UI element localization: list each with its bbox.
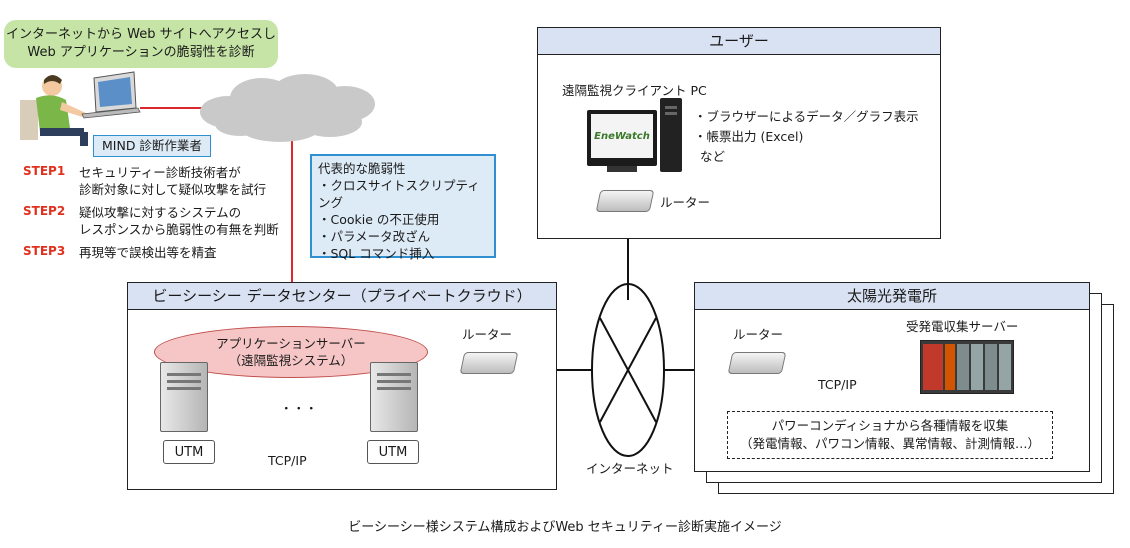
step-text: セキュリティー診断技術者が: [79, 165, 241, 180]
client-pc-label: 遠隔監視クライアント PC: [562, 83, 707, 98]
internet-label: インターネット: [586, 461, 674, 476]
utm-box: UTM: [163, 440, 215, 464]
banner-line1: インターネットから Web サイトへアクセスし: [6, 27, 276, 42]
feature-item: など: [700, 149, 726, 164]
user-header: ユーザー: [538, 28, 940, 55]
step-item: STEP3 再現等で誤検出等を精査: [23, 244, 293, 264]
step-tag: STEP3: [23, 244, 66, 258]
vuln-item: ・パラメータ改ざん: [318, 229, 431, 244]
feature-item: ・帳票出力 (Excel): [694, 129, 804, 144]
server-icon: [160, 362, 208, 432]
purpose-banner: インターネットから Web サイトへアクセスし Web アプリケーションの脆弱性…: [4, 20, 278, 68]
monitor-icon: EneWatch: [587, 110, 657, 166]
vuln-item: ・SQL コマンド挿入: [318, 246, 435, 261]
step-text: 疑似攻撃に対するシステムの: [79, 205, 242, 220]
collect-line1: パワーコンディショナから各種情報を収集: [771, 418, 1009, 433]
dc-tcpip-label: TCP/IP: [268, 453, 307, 468]
step-tag: STEP1: [23, 164, 66, 178]
dc-router-label: ルーター: [462, 327, 513, 342]
feature-item: ・ブラウザーによるデータ／グラフ表示: [694, 109, 919, 124]
step-item: STEP2 疑似攻撃に対するシステムの レスポンスから脆弱性の有無を判断: [23, 204, 293, 244]
utm-box: UTM: [367, 440, 419, 464]
step-text: 再現等で誤検出等を精査: [79, 245, 217, 260]
vuln-item: ・Cookie の不正使用: [318, 212, 440, 227]
router-icon: [595, 190, 655, 212]
vuln-title: 代表的な脆弱性: [318, 161, 406, 176]
more-servers-dots: ・・・: [280, 401, 318, 416]
collect-info-box: パワーコンディショナから各種情報を収集 （発電情報、パワコン情報、異常情報、計測…: [727, 411, 1053, 459]
app-server-label: アプリケーションサーバー: [216, 336, 366, 351]
solar-tcpip-label: TCP/IP: [818, 377, 857, 392]
vulnerability-box: 代表的な脆弱性 ・クロスサイトスクリプティング ・Cookie の不正使用 ・パ…: [310, 154, 496, 261]
server-icon: [370, 362, 418, 432]
solar-router-label: ルーター: [733, 327, 784, 342]
pc-tower-icon: [660, 98, 682, 172]
figure-caption: ビーシーシー様システム構成およびWeb セキュリティー診断実施イメージ: [348, 520, 782, 535]
step-tag: STEP2: [23, 204, 66, 218]
banner-line2: Web アプリケーションの脆弱性を診断: [27, 45, 255, 60]
user-router-label: ルーター: [660, 195, 711, 210]
vuln-item: ・クロスサイトスクリプティング: [318, 178, 480, 210]
steps-list: STEP1 セキュリティー診断技術者が 診断対象に対して疑似攻撃を試行 STEP…: [23, 164, 293, 264]
internet-icon: [591, 283, 665, 457]
monitor-stand: [607, 166, 637, 172]
collector-server-label: 受発電収集サーバー: [906, 319, 1019, 334]
datacenter-header: ビーシーシー データセンター（プライベートクラウド）: [128, 283, 556, 310]
router-icon: [727, 352, 787, 374]
router-icon: [459, 352, 519, 374]
worker-label: MIND 診断作業者: [93, 135, 211, 157]
app-server-sublabel: （遠隔監視システム）: [228, 353, 354, 368]
enewatch-logo: EneWatch: [594, 130, 650, 142]
collect-line2: （発電情報、パワコン情報、異常情報、計測情報…）: [739, 436, 1040, 451]
worker-icon: [20, 71, 141, 146]
step-text: 診断対象に対して疑似攻撃を試行: [79, 182, 267, 197]
step-text: レスポンスから脆弱性の有無を判断: [79, 222, 279, 237]
cloud-icon: [200, 74, 375, 142]
plc-rack-icon: [920, 340, 1014, 394]
solar-header: 太陽光発電所: [695, 283, 1089, 310]
step-item: STEP1 セキュリティー診断技術者が 診断対象に対して疑似攻撃を試行: [23, 164, 293, 204]
